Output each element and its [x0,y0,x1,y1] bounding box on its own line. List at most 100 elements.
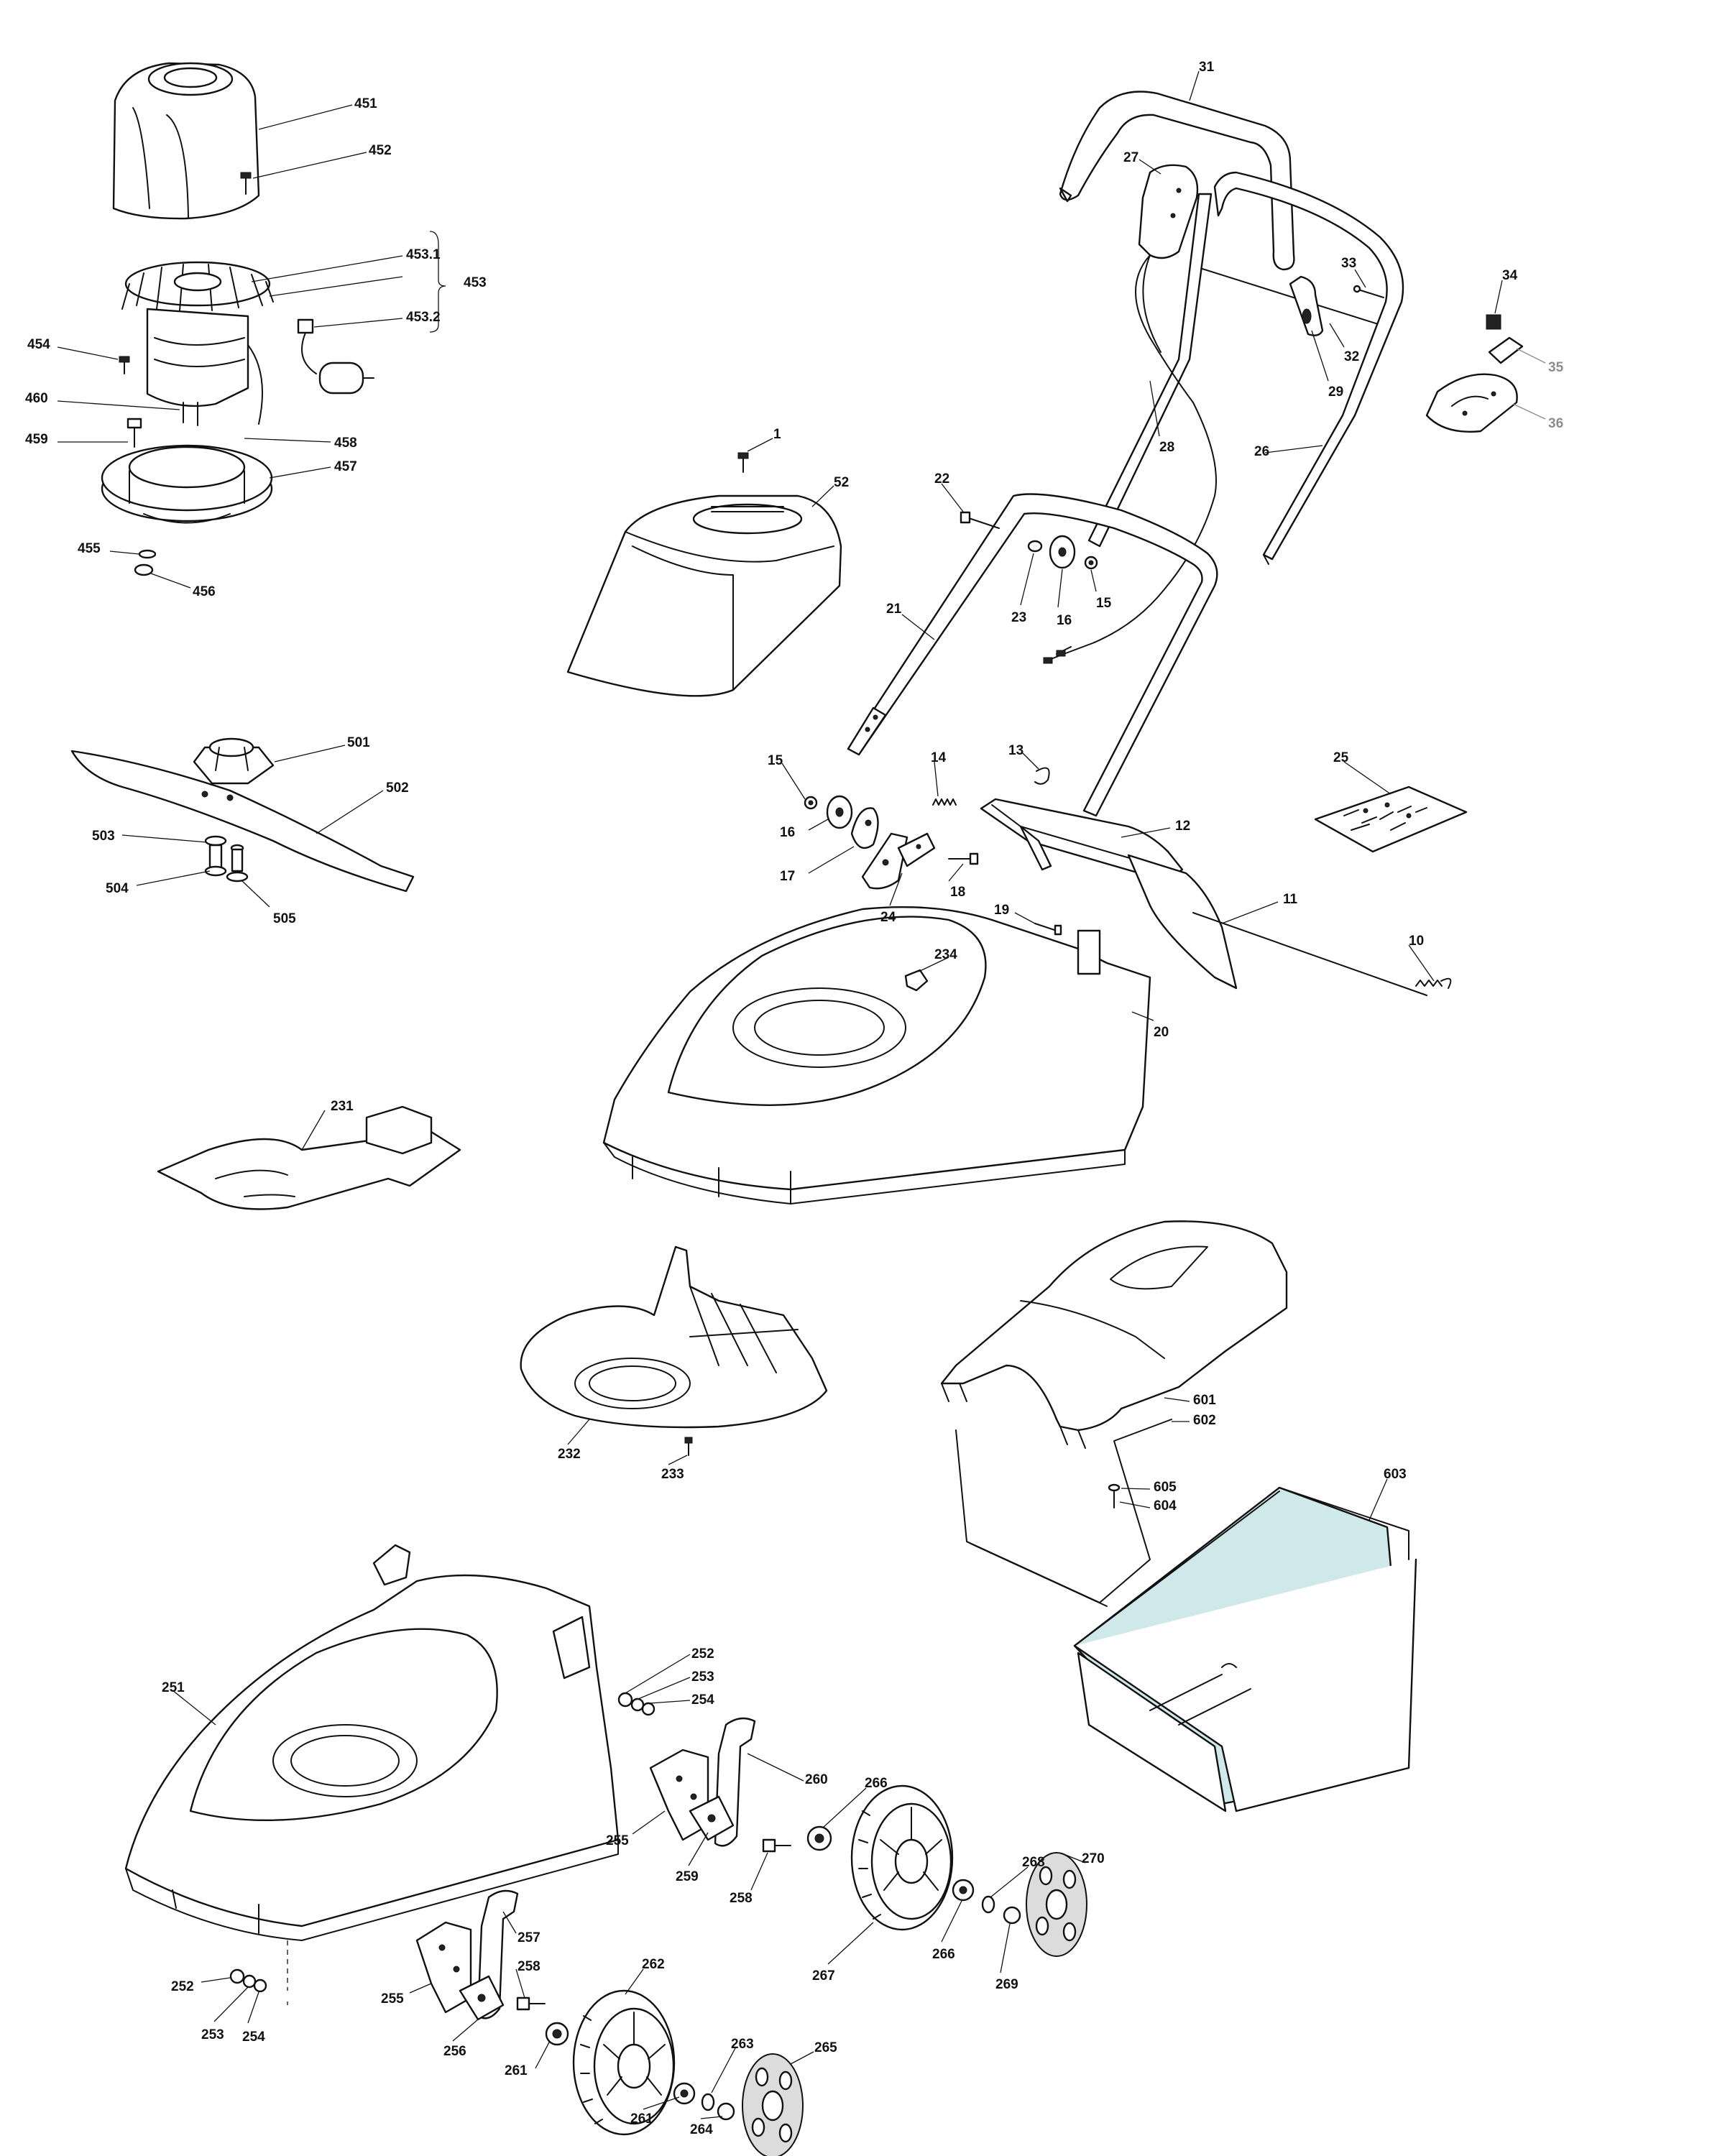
callout-20: 20 [1154,1025,1169,1040]
part-233-screw [684,1437,693,1456]
callout-253: 253 [691,1669,714,1685]
callout-232: 232 [558,1447,581,1462]
callout-453.1: 453.1 [406,247,441,262]
part-15b-nut [804,796,818,810]
part-16-knob [1049,535,1076,569]
callout-258: 258 [730,1891,753,1906]
callout-455: 455 [78,541,101,556]
part-602-bag-wire-frame [955,1419,1172,1607]
callout-505: 505 [273,911,296,926]
callout-453: 453 [464,275,487,290]
callout-257: 257 [518,1930,540,1945]
callout-261: 261 [505,2063,528,2078]
part-12-rear-flap [980,798,1238,990]
callout-251: 251 [162,1680,185,1695]
part-deck-upper [602,906,1151,1204]
part-266-bearing-a [806,1825,832,1851]
callout-26: 26 [1254,444,1269,459]
part-601-bag-frame-top [940,1220,1288,1449]
callout-460: 460 [25,391,48,406]
callout-261b: 261 [630,2111,653,2127]
part-502-blade [70,750,415,893]
callout-262: 262 [642,1957,665,1972]
callout-458: 458 [334,436,357,451]
callout-601: 601 [1193,1393,1216,1408]
callout-254: 254 [691,1692,714,1708]
part-252-254-washers-rear [617,1692,656,1716]
callout-29: 29 [1328,384,1343,400]
callout-264: 264 [690,2122,713,2137]
callout-503: 503 [92,829,115,844]
part-11-rod [1192,912,1427,996]
callout-260: 260 [805,1772,828,1787]
callout-269: 269 [995,1977,1018,1992]
callout-605: 605 [1154,1480,1177,1495]
callout-252: 252 [691,1646,714,1662]
part-23-washer [1027,540,1043,553]
part-603-grass-bag [1073,1486,1417,1812]
part-252b-254b-washers-front [229,1968,267,1993]
callout-32: 32 [1344,349,1359,364]
part-15-nut [1084,556,1098,570]
callout-23: 23 [1011,610,1026,625]
callout-501: 501 [347,735,370,750]
part-13-clip [1034,767,1050,785]
callout-270: 270 [1082,1851,1105,1866]
part-503-504-505-bolts [204,835,249,883]
callout-255b: 255 [381,1991,404,2007]
callout-28: 28 [1159,440,1174,455]
part-32-handle-rod [1192,265,1388,328]
callout-233: 233 [661,1467,684,1482]
part-255-bracket-front [415,1921,472,2014]
part-456-nut [134,563,154,576]
part-268-washer [981,1895,995,1914]
callout-52: 52 [834,475,849,490]
leader-lines [57,70,1546,2119]
callout-454: 454 [27,337,50,352]
callout-10: 10 [1409,934,1424,949]
callout-258b: 258 [518,1959,540,1974]
part-35-button [1488,336,1524,364]
callout-457: 457 [334,459,357,474]
callout-19: 19 [994,903,1009,918]
callout-12: 12 [1175,819,1190,834]
callout-27: 27 [1123,150,1138,165]
part-261-bearing-a [545,2022,569,2046]
callout-31: 31 [1199,60,1215,75]
callout-15b: 15 [768,753,783,768]
part-22-bolt [960,511,1000,529]
callout-268: 268 [1022,1855,1045,1870]
part-259-plate-rear [689,1795,735,1841]
callout-267: 267 [812,1968,835,1984]
callout-452: 452 [369,143,392,158]
callout-25: 25 [1333,750,1349,765]
part-19-bolt [1034,923,1062,936]
part-455-washer [138,549,157,559]
part-33-pin [1353,285,1384,298]
part-16b-knob [826,795,853,829]
callout-253b: 253 [201,2027,224,2042]
callout-603: 603 [1384,1467,1407,1482]
part-21-lower-handle [847,493,1218,817]
part-266-bearing-b [952,1879,975,1902]
part-263-washer [701,2093,715,2111]
callout-35: 35 [1548,360,1564,375]
callout-14: 14 [931,750,947,765]
part-231-mulch-insert [157,1105,461,1210]
callout-504: 504 [106,881,129,896]
callout-1: 1 [773,427,781,442]
callout-453.2: 453.2 [406,310,441,325]
callout-256: 256 [443,2044,466,2059]
part-267-rear-wheel [850,1784,954,1931]
part-234-plug [904,969,929,992]
callout-263: 263 [731,2037,754,2052]
callout-13: 13 [1008,743,1024,758]
part-501-blade-adapter [193,737,275,785]
part-453-motor-assembly [121,261,274,426]
part-26-side-handle [1087,171,1404,565]
part-17-plate [850,807,879,849]
callout-34: 34 [1502,268,1518,283]
callout-16: 16 [1057,613,1072,628]
part-256-plate-front [459,1975,505,2021]
part-1-screw [737,452,749,473]
